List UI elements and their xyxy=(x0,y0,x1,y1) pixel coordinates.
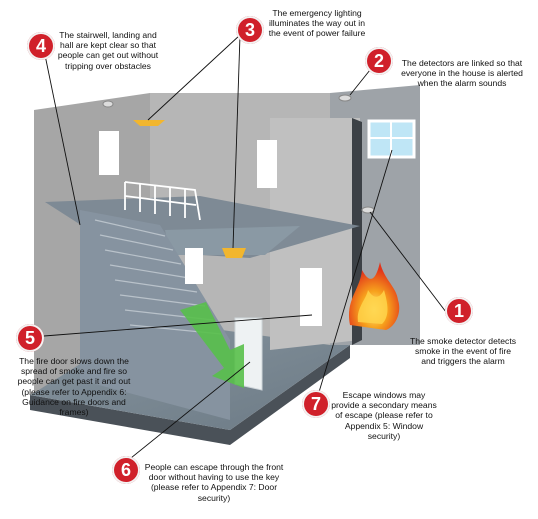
lower-mid-door xyxy=(185,248,203,284)
callout-2-badge: 2 xyxy=(365,47,393,75)
callout-6-badge: 6 xyxy=(112,456,140,484)
callout-5-text: The fire door slows down the spread of s… xyxy=(17,356,131,418)
emergency-light-landing xyxy=(222,248,246,258)
leader-lines xyxy=(43,34,447,463)
smoke-detector-upper xyxy=(338,94,352,102)
callout-7-badge: 7 xyxy=(302,390,330,418)
escape-arrow xyxy=(180,302,244,388)
callout-4-badge: 4 xyxy=(27,32,55,60)
stair-railing xyxy=(124,181,201,221)
emergency-light-upper xyxy=(133,120,165,126)
upper-mid-door xyxy=(257,140,277,188)
callout-3-badge: 3 xyxy=(236,16,264,44)
callout-4-text: The stairwell, landing and hall are kept… xyxy=(57,30,159,71)
callout-3-text: The emergency lighting illuminates the w… xyxy=(268,8,366,39)
lower-right-door xyxy=(300,268,322,326)
callout-2-text: The detectors are linked so that everyon… xyxy=(401,58,523,89)
callout-7-text: Escape windows may provide a secondary m… xyxy=(331,390,437,441)
stairs-block xyxy=(80,210,230,420)
callout-1-text: The smoke detector detects smoke in the … xyxy=(409,336,517,367)
fire-illustration xyxy=(348,262,400,330)
callout-5-badge: 5 xyxy=(16,324,44,352)
callout-1-badge: 1 xyxy=(445,297,473,325)
upper-left-door xyxy=(99,131,119,175)
smoke-detector-lower xyxy=(361,206,375,214)
landing-slab xyxy=(165,226,300,255)
callout-6-text: People can escape through the front door… xyxy=(144,462,284,503)
base-slab-front xyxy=(30,345,350,445)
smoke-detector-left xyxy=(102,100,114,108)
